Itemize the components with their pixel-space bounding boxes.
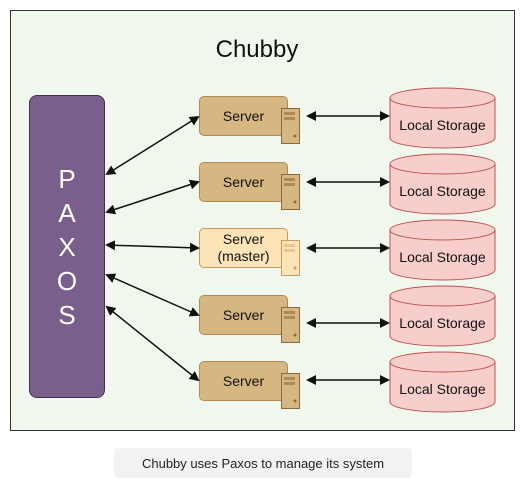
paxos-block: P A X O S: [29, 95, 105, 398]
server-box-5: Server: [199, 361, 288, 401]
server-label: Server (master): [217, 231, 269, 265]
database-icon: [389, 285, 496, 347]
local-storage-5: Local Storage: [389, 351, 496, 413]
figure-caption: Chubby uses Paxos to manage its system: [114, 448, 412, 478]
server-box-4: Server: [199, 295, 288, 335]
server-box-master: Server (master): [199, 228, 288, 268]
local-storage-1: Local Storage: [389, 87, 496, 149]
database-icon: [389, 351, 496, 413]
database-icon: [389, 153, 496, 215]
server-tower-icon: [281, 108, 300, 144]
storage-label: Local Storage: [399, 117, 486, 133]
server-tower-icon: [281, 373, 300, 409]
server-tower-icon: [281, 240, 300, 276]
storage-label: Local Storage: [399, 183, 486, 199]
paxos-server-2-arrow: [105, 179, 200, 215]
paxos-server-5-arrow: [105, 305, 200, 382]
paxos-letter: A: [58, 197, 76, 228]
paxos-letter: S: [58, 299, 76, 330]
diagram-title: Chubby: [215, 36, 299, 63]
server-label: Server: [222, 173, 265, 190]
storage-label: Local Storage: [399, 381, 486, 397]
local-storage-3: Local Storage: [389, 219, 496, 281]
paxos-server-master-arrow: [105, 240, 200, 253]
server-label: Server: [222, 372, 265, 389]
paxos-server-1-arrow: [105, 115, 200, 176]
server-label: Server: [222, 306, 265, 323]
server-label-line: Server: [222, 231, 265, 247]
local-storage-4: Local Storage: [389, 285, 496, 347]
server-role-label: (master): [217, 248, 270, 264]
server-tower-icon: [281, 174, 300, 210]
server-label: Server: [222, 107, 265, 124]
database-icon: [389, 219, 496, 281]
database-icon: [389, 87, 496, 149]
local-storage-2: Local Storage: [389, 153, 496, 215]
paxos-letter: O: [56, 265, 78, 296]
server-box-1: Server: [199, 96, 288, 136]
paxos-letter: P: [58, 163, 76, 194]
storage-label: Local Storage: [399, 249, 486, 265]
paxos-letter: X: [58, 231, 76, 262]
server-tower-icon: [281, 307, 300, 343]
server-box-2: Server: [199, 162, 288, 202]
paxos-server-4-arrow: [105, 273, 200, 317]
storage-label: Local Storage: [399, 315, 486, 331]
